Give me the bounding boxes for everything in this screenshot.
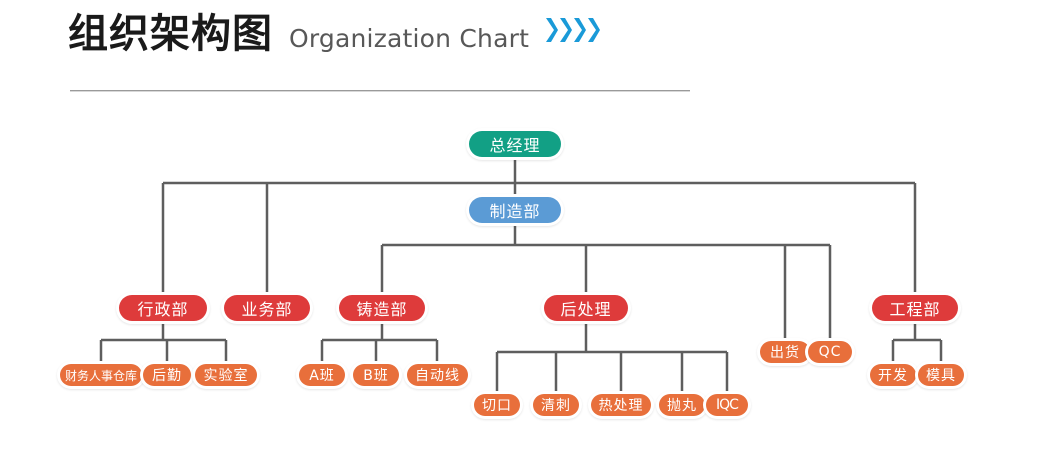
node-heat-treatment[interactable]: 热处理	[588, 391, 654, 419]
node-shipping[interactable]: 出货	[757, 338, 813, 366]
node-shot-blasting-label: 抛丸	[659, 394, 705, 416]
node-shift-b[interactable]: B班	[350, 361, 402, 389]
node-shipping-label: 出货	[760, 341, 810, 363]
node-cutting[interactable]: 切口	[471, 391, 523, 419]
node-iqc-label: IQC	[706, 394, 748, 416]
node-automatic-line-label: 自动线	[407, 364, 468, 386]
node-ceo[interactable]: 总经理	[466, 128, 564, 160]
node-laboratory[interactable]: 实验室	[192, 361, 260, 389]
node-cutting-label: 切口	[474, 394, 520, 416]
node-administration-label: 行政部	[119, 295, 207, 321]
chevron-right-icon	[574, 18, 587, 42]
node-engineering-label: 工程部	[872, 295, 958, 321]
node-sales-label: 业务部	[224, 295, 310, 321]
node-mold[interactable]: 模具	[915, 361, 967, 389]
chevron-right-icon	[546, 18, 559, 42]
node-logistics-label: 后勤	[143, 364, 191, 386]
node-heat-treatment-label: 热处理	[591, 394, 651, 416]
node-deburring[interactable]: 清刺	[530, 391, 582, 419]
page-title-cn: 组织架构图	[68, 11, 273, 57]
page-header: 组织架构图 Organization Chart	[68, 11, 601, 57]
node-casting[interactable]: 铸造部	[336, 292, 428, 324]
node-finance-hr-warehouse-label: 财务人事仓库	[60, 364, 142, 386]
node-sales[interactable]: 业务部	[221, 292, 313, 324]
node-qc-label: QC	[808, 341, 852, 363]
node-development[interactable]: 开发	[867, 361, 919, 389]
node-automatic-line[interactable]: 自动线	[404, 361, 471, 389]
node-manufacturing-label: 制造部	[469, 197, 561, 223]
node-engineering[interactable]: 工程部	[869, 292, 961, 324]
node-shift-b-label: B班	[353, 364, 399, 386]
node-mold-label: 模具	[918, 364, 964, 386]
node-manufacturing[interactable]: 制造部	[466, 194, 564, 226]
header-divider	[70, 90, 690, 92]
node-qc[interactable]: QC	[805, 338, 855, 366]
node-development-label: 开发	[870, 364, 916, 386]
node-logistics[interactable]: 后勤	[140, 361, 194, 389]
chevron-right-icon	[560, 18, 573, 42]
chevron-right-icon	[588, 18, 601, 42]
node-deburring-label: 清刺	[533, 394, 579, 416]
chevron-arrows-icon	[545, 17, 601, 43]
node-shot-blasting[interactable]: 抛丸	[656, 391, 708, 419]
node-finance-hr-warehouse[interactable]: 财务人事仓库	[57, 361, 145, 389]
node-post-processing-label: 后处理	[544, 295, 628, 321]
node-administration[interactable]: 行政部	[116, 292, 210, 324]
page-title-en: Organization Chart	[289, 24, 530, 53]
node-laboratory-label: 实验室	[195, 364, 257, 386]
node-iqc[interactable]: IQC	[703, 391, 751, 419]
node-shift-a[interactable]: A班	[296, 361, 348, 389]
node-ceo-label: 总经理	[469, 131, 561, 157]
node-shift-a-label: A班	[299, 364, 345, 386]
node-post-processing[interactable]: 后处理	[541, 292, 631, 324]
node-casting-label: 铸造部	[339, 295, 425, 321]
